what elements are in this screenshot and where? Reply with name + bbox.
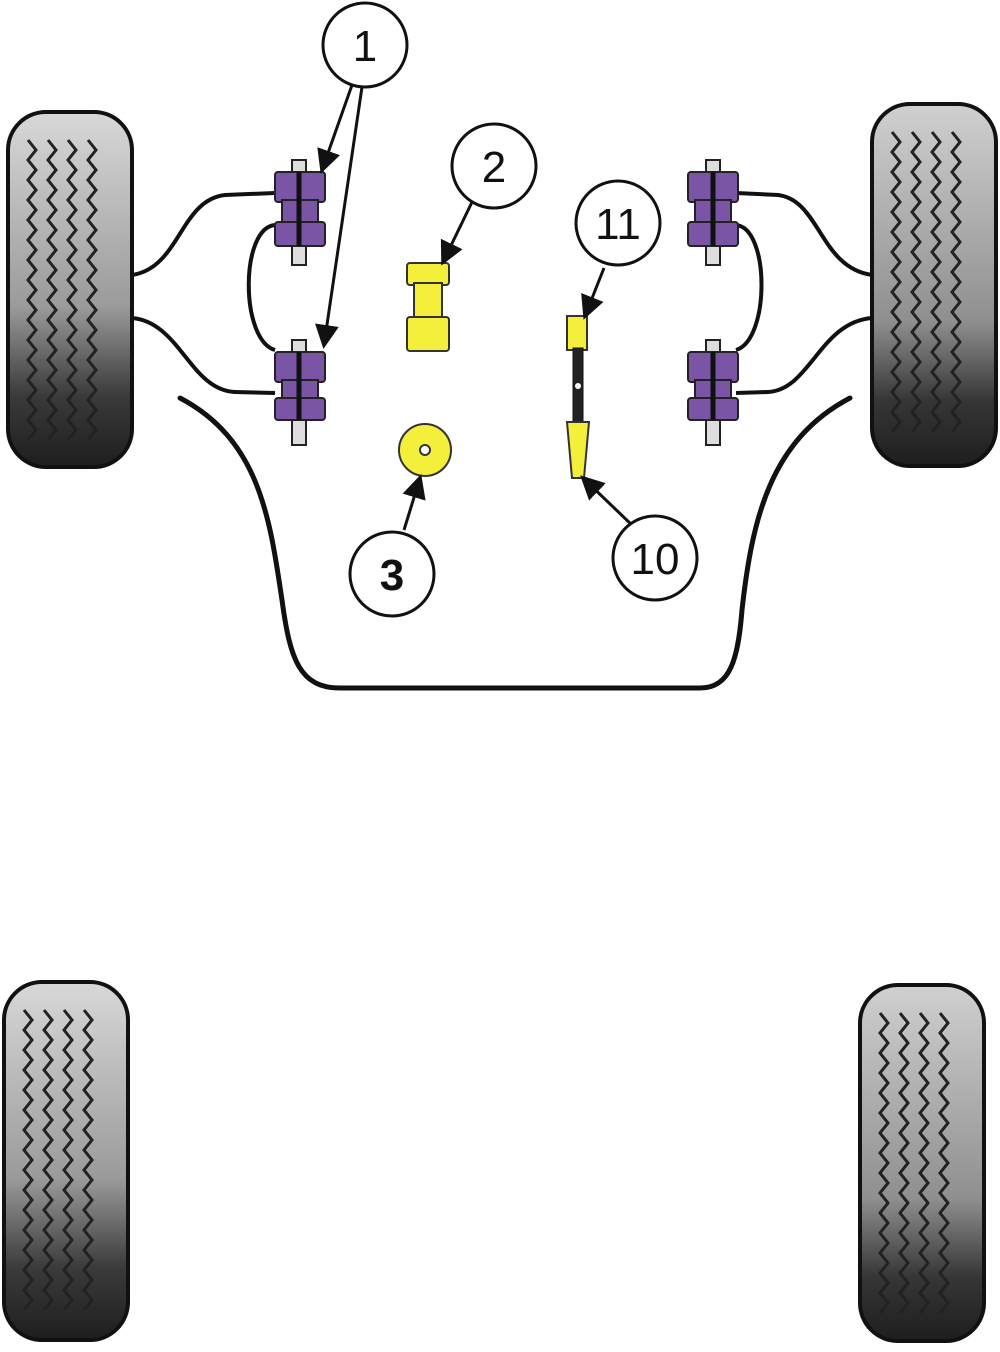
bush-item-2	[406, 262, 450, 352]
callout-10: 10	[611, 514, 699, 602]
right-wishbone	[735, 191, 873, 395]
arrow-2	[440, 197, 476, 266]
arrow-1-lower	[315, 86, 364, 349]
callout-3-label: 3	[380, 551, 404, 600]
bush-front-right-upper	[687, 159, 739, 266]
callout-1-label: 1	[353, 22, 377, 71]
bush-front-right-lower	[687, 339, 739, 446]
callout-1: 1	[321, 1, 409, 89]
rear-left-tyre	[2, 980, 130, 1342]
drop-link-pivot	[575, 383, 581, 389]
callout-3: 3	[348, 530, 436, 618]
front-right-tyre	[870, 102, 998, 468]
arrow-10	[580, 475, 636, 529]
bush-front-left-upper	[274, 159, 326, 266]
front-left-tyre	[6, 110, 134, 469]
left-wishbone	[131, 191, 276, 395]
bush-item-11	[566, 315, 588, 351]
callout-2-label: 2	[482, 143, 506, 192]
callout-11: 11	[574, 179, 662, 267]
leader-lines	[315, 84, 636, 531]
arrow-11	[581, 267, 606, 320]
callout-2: 2	[450, 122, 538, 210]
bush-item-3	[398, 423, 452, 477]
bush-front-left-lower	[274, 339, 326, 446]
callout-10-label: 10	[631, 535, 680, 584]
bush-item-10	[565, 421, 591, 479]
rear-right-tyre	[858, 983, 986, 1343]
arrow-3	[402, 474, 426, 531]
front-subframe-outline	[177, 395, 853, 691]
callout-11-label: 11	[595, 200, 641, 249]
arrow-1-upper	[317, 84, 354, 174]
